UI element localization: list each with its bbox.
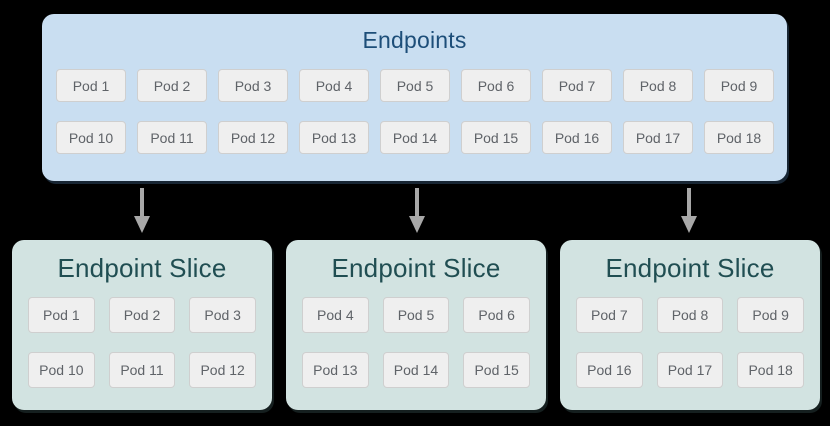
- pod-box: Pod 2: [137, 69, 207, 102]
- pod-box: Pod 12: [218, 121, 288, 154]
- pod-box: Pod 13: [299, 121, 369, 154]
- pod-box: Pod 16: [576, 352, 643, 388]
- pod-box: Pod 3: [218, 69, 288, 102]
- arrow-head: [681, 216, 697, 233]
- arrow-shaft: [140, 188, 144, 216]
- pod-box: Pod 9: [737, 297, 804, 333]
- down-arrow-icon: [134, 188, 150, 233]
- pod-box: Pod 5: [380, 69, 450, 102]
- slice-pod-grid: Pod 4 Pod 5 Pod 6 Pod 13 Pod 14 Pod 15: [302, 297, 530, 388]
- endpoint-slice-title: Endpoint Slice: [605, 253, 775, 283]
- pod-box: Pod 7: [542, 69, 612, 102]
- slice-pod-grid: Pod 1 Pod 2 Pod 3 Pod 10 Pod 11 Pod 12: [28, 297, 256, 388]
- endpoint-slice-title: Endpoint Slice: [57, 253, 227, 283]
- arrow-shaft: [415, 188, 419, 216]
- endpoints-title: Endpoints: [362, 27, 467, 53]
- slice-pod-grid: Pod 7 Pod 8 Pod 9 Pod 16 Pod 17 Pod 18: [576, 297, 804, 388]
- pod-box: Pod 13: [302, 352, 369, 388]
- pod-box: Pod 15: [461, 121, 531, 154]
- pod-box: Pod 6: [461, 69, 531, 102]
- pod-box: Pod 2: [108, 297, 176, 333]
- endpoint-slice-box-1: Endpoint Slice Pod 1 Pod 2 Pod 3 Pod 10 …: [12, 240, 272, 410]
- pod-box: Pod 18: [737, 352, 804, 388]
- pod-box: Pod 10: [28, 352, 95, 388]
- pod-box: Pod 8: [656, 297, 724, 333]
- endpoints-pod-grid: Pod 1 Pod 2 Pod 3 Pod 4 Pod 5 Pod 6 Pod …: [56, 69, 774, 154]
- pod-box: Pod 16: [542, 121, 612, 154]
- pod-box: Pod 11: [137, 121, 207, 154]
- pod-box: Pod 3: [189, 297, 256, 333]
- pod-box: Pod 9: [704, 69, 774, 102]
- pod-box: Pod 11: [108, 352, 176, 388]
- down-arrow-icon: [409, 188, 425, 233]
- arrow-head: [409, 216, 425, 233]
- pod-box: Pod 15: [463, 352, 530, 388]
- pod-box: Pod 1: [56, 69, 126, 102]
- arrow-head: [134, 216, 150, 233]
- pod-box: Pod 10: [56, 121, 126, 154]
- pod-box: Pod 17: [623, 121, 693, 154]
- pod-box: Pod 14: [382, 352, 450, 388]
- endpoints-box: Endpoints Pod 1 Pod 2 Pod 3 Pod 4 Pod 5 …: [42, 14, 787, 181]
- endpoint-slice-title: Endpoint Slice: [331, 253, 501, 283]
- pod-box: Pod 1: [28, 297, 95, 333]
- pod-box: Pod 12: [189, 352, 256, 388]
- pod-box: Pod 4: [302, 297, 369, 333]
- endpoint-slice-box-2: Endpoint Slice Pod 4 Pod 5 Pod 6 Pod 13 …: [286, 240, 546, 410]
- pod-box: Pod 7: [576, 297, 643, 333]
- pod-box: Pod 17: [656, 352, 724, 388]
- endpoint-slice-box-3: Endpoint Slice Pod 7 Pod 8 Pod 9 Pod 16 …: [560, 240, 820, 410]
- arrow-shaft: [687, 188, 691, 216]
- pod-box: Pod 14: [380, 121, 450, 154]
- pod-box: Pod 6: [463, 297, 530, 333]
- down-arrow-icon: [681, 188, 697, 233]
- pod-box: Pod 4: [299, 69, 369, 102]
- pod-box: Pod 18: [704, 121, 774, 154]
- pod-box: Pod 8: [623, 69, 693, 102]
- pod-box: Pod 5: [382, 297, 450, 333]
